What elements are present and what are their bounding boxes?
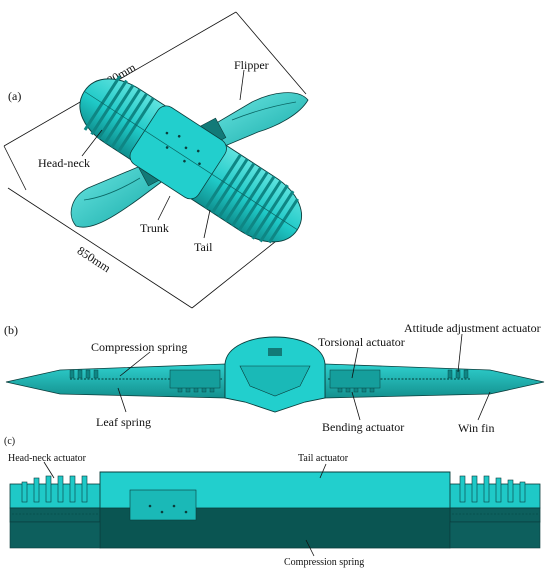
cross-section-view — [5, 336, 545, 413]
panel-a-tag: (a) — [8, 89, 21, 103]
win-fin-label: Win fin — [458, 421, 495, 435]
head-neck-label: Head-neck — [38, 156, 90, 170]
attitude-actuator-label: Attitude adjustment actuator — [404, 321, 541, 335]
head-neck-actuator-fingers — [21, 475, 88, 503]
right-flipper — [207, 92, 309, 149]
panel-c-tag: (c) — [4, 436, 15, 447]
leaf-spring-label: Leaf spring — [96, 415, 151, 429]
panel-c: (c) — [4, 436, 541, 568]
side-section-view — [9, 471, 541, 549]
tail-actuator-label: Tail actuator — [298, 453, 349, 464]
compression-spring-label-c: Compression spring — [284, 557, 364, 568]
panel-b: (b) — [4, 321, 545, 435]
compression-spring-label-b: Compression spring — [91, 340, 187, 354]
bending-actuator-label: Bending actuator — [322, 420, 404, 434]
robot-3d-model — [70, 75, 309, 244]
tail-actuator-fingers — [459, 475, 526, 503]
trunk-label: Trunk — [140, 221, 169, 235]
tail-label: Tail — [194, 240, 213, 254]
panel-b-tag: (b) — [4, 323, 18, 337]
head-neck-actuator-label: Head-neck actuator — [8, 453, 87, 464]
flipper-label: Flipper — [234, 58, 269, 72]
dimension-width-label: 850mm — [75, 243, 114, 275]
left-flipper — [70, 161, 165, 228]
torsional-actuator-blocks — [169, 369, 381, 389]
torsional-actuator-label: Torsional actuator — [318, 335, 405, 349]
panel-a: (a) 1180mm 850mm — [3, 11, 309, 309]
